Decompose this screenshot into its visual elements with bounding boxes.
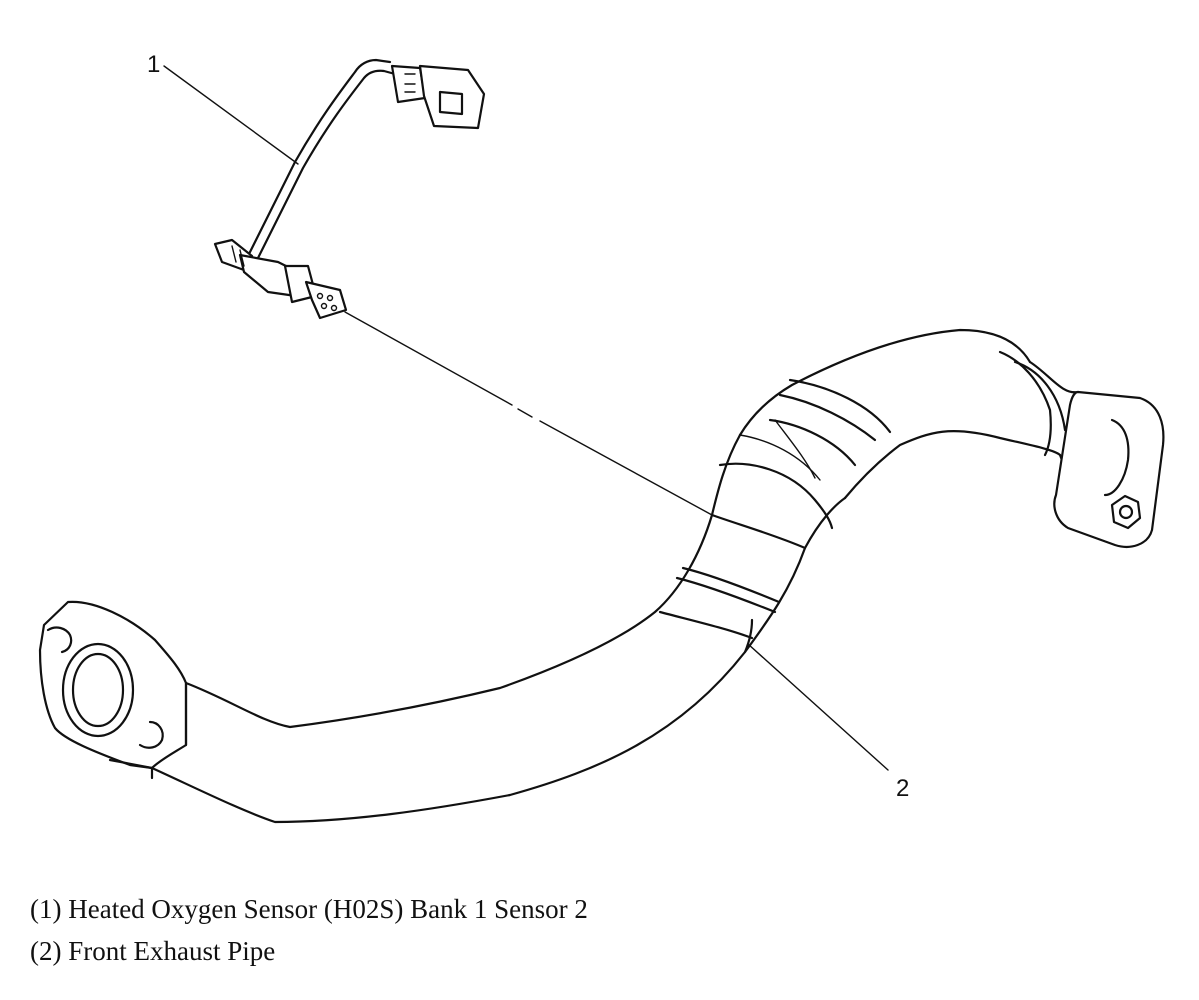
legend: (1) Heated Oxygen Sensor (H02S) Bank 1 S…: [30, 888, 588, 972]
front-exhaust-pipe: [38, 328, 1165, 824]
callout-1: 1: [147, 51, 299, 165]
exhaust-diagram: 1 2: [38, 51, 1165, 824]
callout-2: 2: [747, 643, 909, 802]
legend-item: (1) Heated Oxygen Sensor (H02S) Bank 1 S…: [30, 894, 588, 924]
callout-number: 2: [896, 775, 909, 802]
sensor-leader-line: [344, 311, 513, 406]
legend-item: (2) Front Exhaust Pipe: [30, 936, 276, 966]
heated-oxygen-sensor: [213, 58, 486, 320]
callout-number: 1: [147, 51, 160, 78]
